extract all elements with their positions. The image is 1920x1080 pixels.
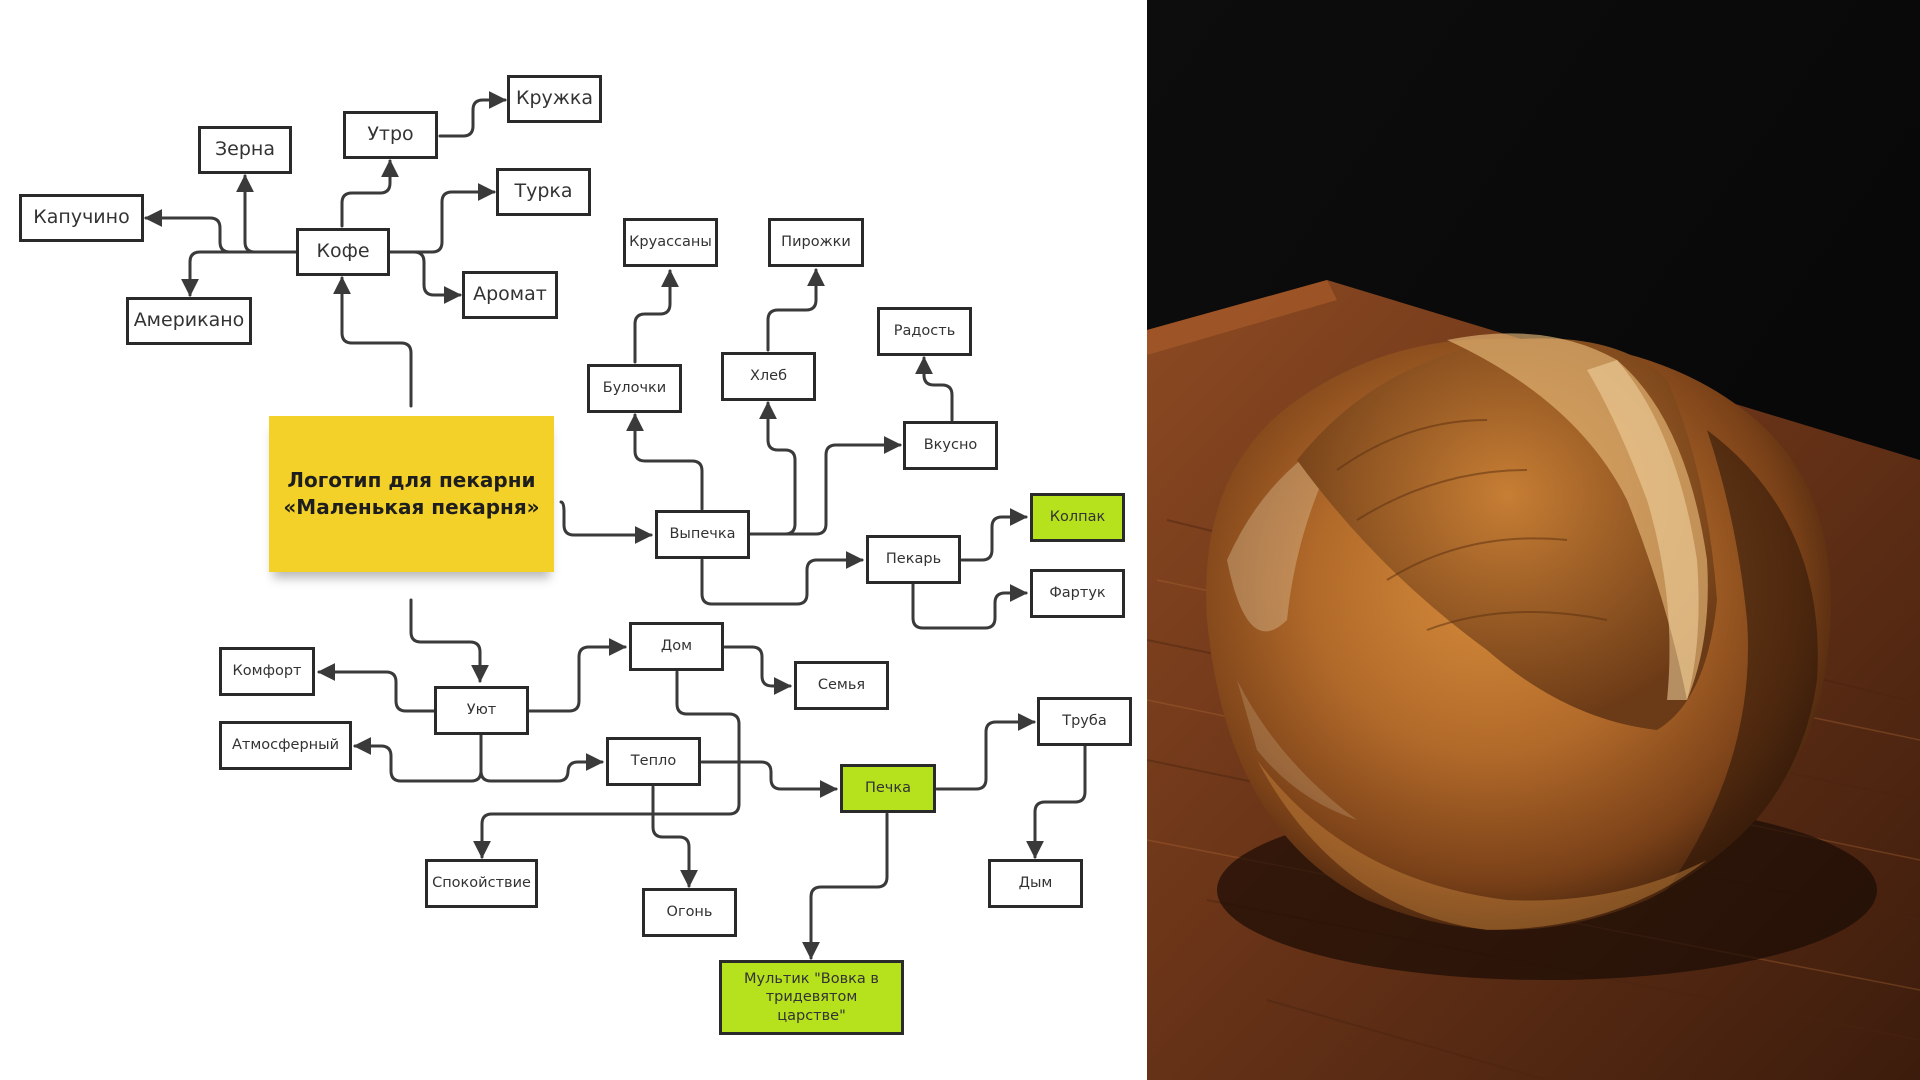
node-home[interactable]: Дом [629,622,724,671]
node-cappuccino[interactable]: Капучино [19,194,144,242]
connector-coffee-cappuccino [144,209,298,254]
node-warmth[interactable]: Тепло [606,737,701,786]
node-americano[interactable]: Американо [126,297,252,345]
node-croissants[interactable]: Круассаны [623,218,718,267]
node-morning[interactable]: Утро [343,111,438,159]
connector-center-coffee [333,276,413,408]
node-tasty[interactable]: Вкусно [903,421,998,470]
connector-warmth-stove [700,760,838,798]
connector-home-calm [473,670,741,859]
node-coffee[interactable]: Кофе [296,228,390,276]
connector-stove-chimney [935,713,1036,791]
connector-bread-pies [766,268,825,352]
connector-center-baking [559,500,653,544]
node-joy[interactable]: Радость [877,307,972,356]
connector-coziness-home [526,638,627,713]
node-atmospheric[interactable]: Атмосферный [219,721,352,770]
connector-baking-buns [626,413,704,511]
central-topic-sticky[interactable]: Логотип для пекарни «Маленькая пекарня» [269,416,554,572]
node-family[interactable]: Семья [794,661,889,710]
node-baking[interactable]: Выпечка [655,510,750,559]
node-calm[interactable]: Спокойствие [425,859,538,908]
connector-coffee-aroma [388,250,462,304]
node-smoke[interactable]: Дым [988,859,1083,908]
connector-morning-mug [438,91,507,138]
connector-stove-cartoon [802,812,889,960]
connector-coffee-morning [340,159,399,228]
connector-coffee-beans [236,174,298,254]
connector-buns-croissants [633,269,679,364]
node-fire[interactable]: Огонь [642,888,737,937]
connector-warmth-fire [651,785,698,888]
node-pies[interactable]: Пирожки [768,218,864,267]
connector-center-coziness [409,598,489,683]
node-beans[interactable]: Зерна [198,126,292,174]
connector-tasty-joy [915,356,954,422]
connector-baker-apron [911,582,1028,630]
connector-chimney-smoke [1026,744,1087,859]
central-topic-line-1: Логотип для пекарни [287,468,536,492]
node-apron[interactable]: Фартук [1030,569,1125,618]
connector-baking-baker [700,551,864,606]
connector-layer [144,91,1087,960]
connector-coziness-atmospheric [353,733,483,783]
connector-coziness-comfort [317,663,436,713]
node-bread[interactable]: Хлеб [721,352,816,401]
connector-coziness-warmth [479,733,604,783]
node-buns[interactable]: Булочки [587,364,682,413]
node-mug[interactable]: Кружка [507,75,602,123]
central-topic-line-2: «Маленькая пекарня» [283,495,540,519]
mind-map-board: Логотип для пекарни «Маленькая пекарня» … [19,75,1132,1035]
connector-coffee-turka [388,183,496,254]
node-chimney[interactable]: Труба [1037,697,1132,746]
connector-baking-tasty [747,436,902,536]
node-comfort[interactable]: Комфорт [219,647,315,696]
node-cartoon[interactable]: Мультик "Вовка в тридевятом царстве" [719,960,904,1035]
node-cap[interactable]: Колпак [1030,493,1125,542]
connector-coffee-americano [181,250,298,297]
node-aroma[interactable]: Аромат [462,271,558,319]
connector-home-family [723,645,792,695]
node-coziness[interactable]: Уют [434,686,529,735]
connector-baker-cap [960,508,1028,562]
node-stove[interactable]: Печка [840,764,936,813]
connector-baking-bread [747,401,797,536]
node-baker[interactable]: Пекарь [866,535,961,584]
bread-loaf-photo [1147,0,1920,1080]
node-turka[interactable]: Турка [496,168,591,216]
